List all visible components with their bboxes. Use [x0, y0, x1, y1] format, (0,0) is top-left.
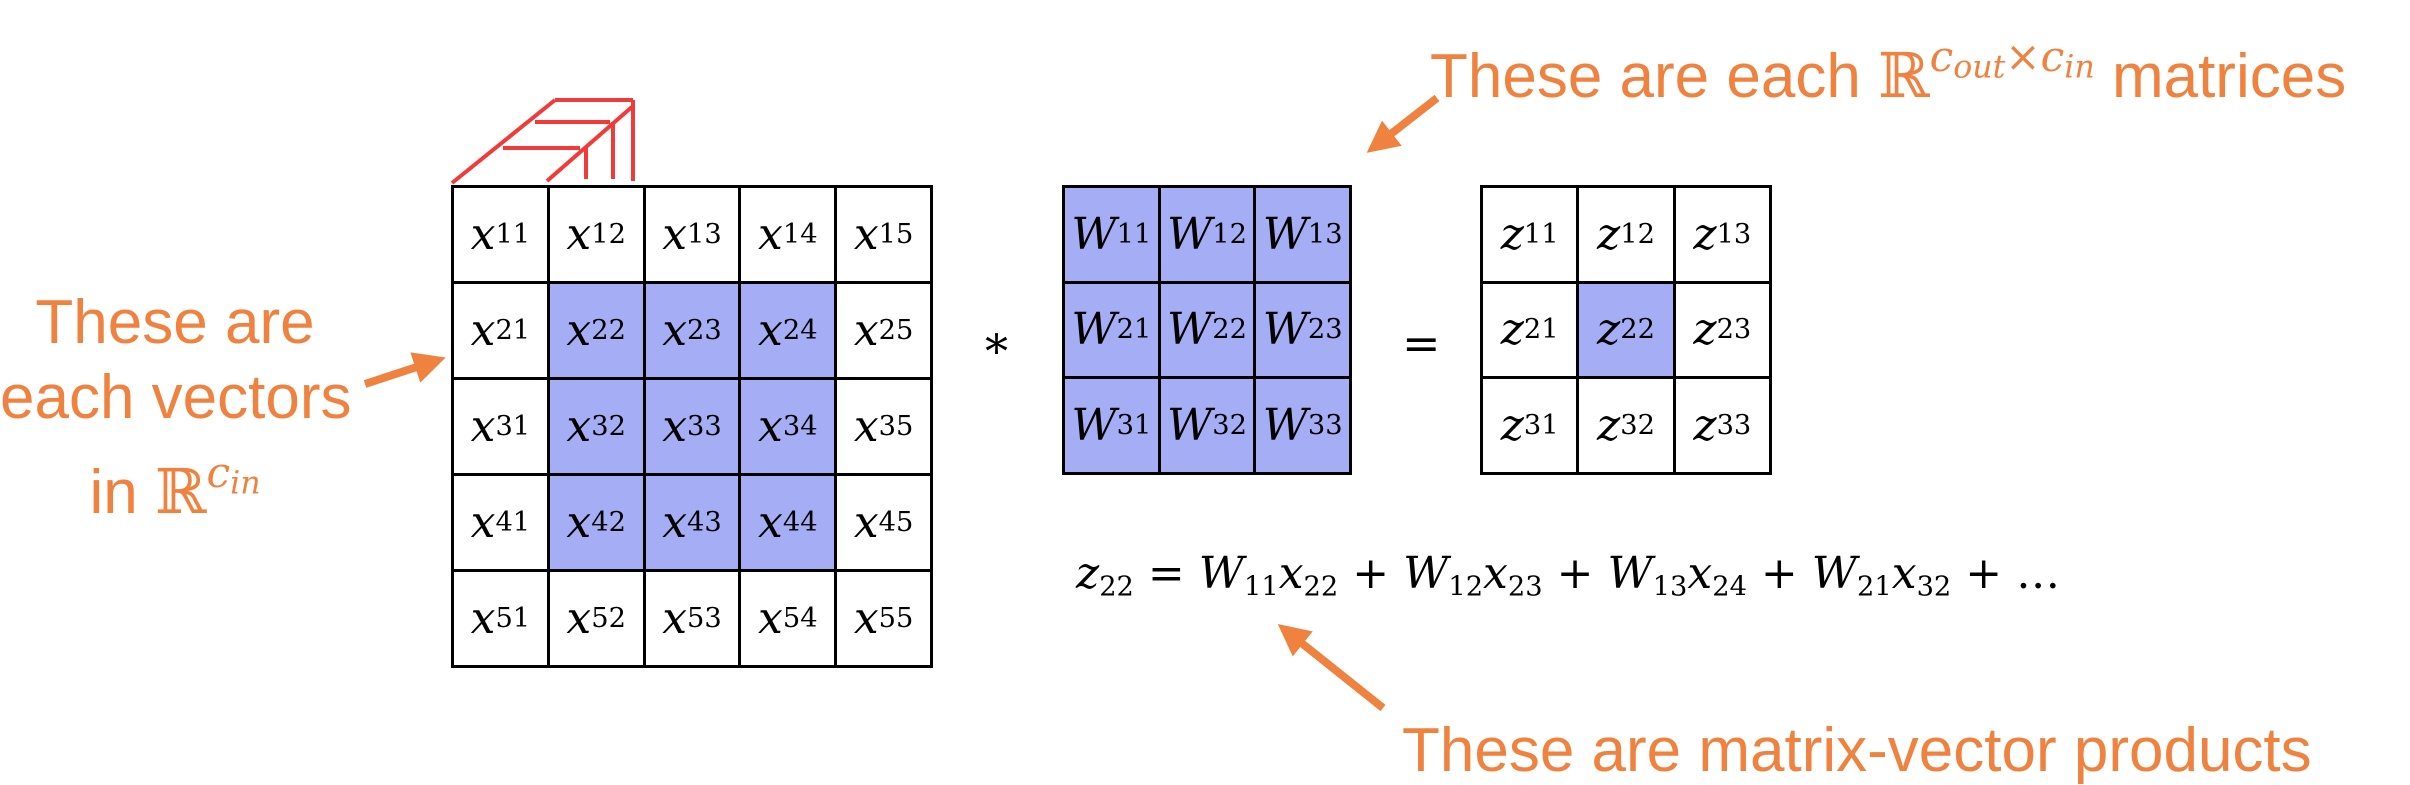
- equation-equals: =: [1147, 548, 1185, 599]
- equation: z22 = W11x22 + W12x23 + W13x24 + W21x32 …: [1076, 552, 2060, 601]
- real-set-symbol: ℝ: [154, 455, 207, 529]
- arrow-left-icon: [363, 352, 446, 388]
- annotation-left-line1: These are: [35, 288, 315, 357]
- equation-term: + W13x24: [1556, 548, 1747, 603]
- real-set-symbol: ℝ: [1878, 39, 1930, 113]
- equation-term: W11x22: [1198, 548, 1339, 603]
- annotation-top: These are each ℝcout×cin matrices: [1430, 32, 2347, 113]
- equation-lhs: z22: [1076, 548, 1134, 603]
- equation-terms: W11x22 + W12x23 + W13x24 + W21x32: [1198, 548, 1966, 603]
- equation-term: + W21x32: [1760, 548, 1952, 603]
- annotation-bottom: These are matrix-vector products: [1402, 716, 2312, 785]
- equals-operator: =: [1402, 316, 1441, 370]
- convolution-operator: *: [985, 324, 1008, 378]
- arrow-bottom-icon: [1277, 624, 1386, 712]
- annotation-left: These are each vectors in ℝcin: [0, 285, 352, 530]
- annotation-left-line2: each vectors: [0, 363, 352, 432]
- channel-depth-icon: [450, 98, 635, 185]
- equation-term: + W12x23: [1352, 548, 1543, 603]
- equation-ellipsis: + …: [1965, 548, 2061, 599]
- annotation-left-line3: in ℝcin: [89, 448, 261, 529]
- arrow-top-icon: [1366, 94, 1440, 153]
